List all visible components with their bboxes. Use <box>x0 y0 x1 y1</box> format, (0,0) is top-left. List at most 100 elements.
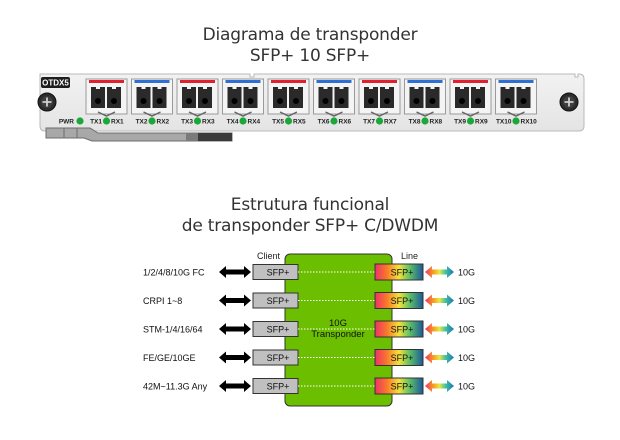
port-led-icon <box>375 117 384 125</box>
port-led-icon <box>284 117 293 125</box>
tx-label: TX5 <box>272 119 284 126</box>
structure-title-line1: Estrutura funcional <box>230 195 390 215</box>
rx-label: RX3 <box>202 119 215 126</box>
lc-connector-icon <box>364 87 378 108</box>
lc-connector-icon <box>471 87 485 108</box>
service-label: 1/2/4/8/10G FC <box>143 268 205 278</box>
sfp-port[interactable]: TX10 RX10 <box>495 78 538 126</box>
lc-connector-icon <box>227 87 242 108</box>
lc-connector-icon <box>409 87 424 108</box>
board-label-text: OTDX5 <box>42 79 69 88</box>
client-label: Client <box>257 251 281 261</box>
client-sfp-label: SFP+ <box>267 325 290 335</box>
structure-diagram-title: Estrutura funcional de transponder SFP+ … <box>0 195 620 237</box>
lc-connector-icon <box>91 87 105 108</box>
latch-icon <box>97 111 116 117</box>
service-label: CRPI 1~8 <box>143 296 182 306</box>
fiber-hole <box>277 98 283 104</box>
wdm-arrow-icon <box>425 294 454 307</box>
fiber-hole <box>520 98 527 104</box>
wdm-arrow-icon <box>425 351 454 364</box>
tx-label: TX2 <box>136 119 148 126</box>
fiber-hole <box>202 98 208 104</box>
port-led-icon <box>193 117 202 125</box>
fiber-hole <box>140 98 147 104</box>
tx-label: TX6 <box>318 119 330 126</box>
screw-icon[interactable] <box>559 92 579 112</box>
sfp-port[interactable]: TX4 RX4 <box>222 78 264 126</box>
wdm-arrow-icon <box>425 266 454 278</box>
fiber-hole <box>338 98 345 104</box>
ejector-lever[interactable] <box>45 127 233 142</box>
fiber-hole <box>504 98 511 104</box>
service-row: STM-1/4/16/64 SFP+ SFP+ 10G <box>143 320 475 338</box>
lc-connector-icon <box>334 87 349 108</box>
line-rate-label: 10G <box>458 353 475 363</box>
port-led-icon <box>239 117 247 125</box>
lc-connector-icon <box>380 87 394 108</box>
bidirectional-arrow-icon <box>219 323 251 335</box>
lc-connector-icon <box>500 87 515 108</box>
tx-label: TX7 <box>363 119 375 126</box>
bidirectional-arrow-icon <box>219 294 251 307</box>
port-color-bar <box>498 80 534 83</box>
fiber-hole <box>368 98 374 104</box>
sfp-port[interactable]: TX3 RX3 <box>176 78 219 126</box>
latch-icon <box>416 111 434 117</box>
fiber-hole <box>413 98 420 104</box>
service-row: 1/2/4/8/10G FC SFP+ SFP+ 10G <box>143 263 475 281</box>
port-color-bar <box>225 80 261 83</box>
service-label: 42M~11.3G Any <box>143 382 208 392</box>
port-color-bar <box>134 80 170 83</box>
client-sfp-label: SFP+ <box>267 382 290 392</box>
line-sfp-module <box>374 263 424 281</box>
line-sfp-module <box>374 320 424 338</box>
screw-icon[interactable] <box>37 92 57 112</box>
core-label-line2: Transponder <box>311 329 365 340</box>
lc-connector-icon <box>136 87 151 108</box>
latch-icon <box>370 111 389 117</box>
rx-label: RX10 <box>521 119 538 126</box>
service-label: STM-1/4/16/64 <box>143 325 203 335</box>
lc-connector-icon <box>425 87 440 108</box>
board-faceplate <box>39 73 585 132</box>
port-led-icon <box>512 117 520 125</box>
line-rate-label: 10G <box>458 268 475 278</box>
line-sfp-label: SFP+ <box>391 325 414 335</box>
tx-label: TX10 <box>496 119 512 126</box>
board-diagram-title: Diagrama de transponder SFP+ 10 SFP+ <box>0 25 620 67</box>
client-sfp-label: SFP+ <box>267 296 290 306</box>
line-sfp-label: SFP+ <box>391 268 414 278</box>
lc-connector-icon <box>107 87 121 108</box>
bidirectional-arrow-icon <box>219 266 251 278</box>
rx-label: RX4 <box>248 119 261 126</box>
line-sfp-module <box>374 377 424 395</box>
port-led-icon <box>466 117 475 125</box>
lc-connector-icon <box>289 87 303 108</box>
latch-icon <box>143 111 161 117</box>
functional-structure-diagram: Client Line 10G Transponder 1/2/4/8/10G … <box>143 251 475 407</box>
tx-label: TX3 <box>181 119 193 126</box>
port-led-icon <box>421 117 429 125</box>
fiber-hole <box>231 98 238 104</box>
tx-label: TX8 <box>409 119 421 126</box>
port-color-bar <box>89 80 124 83</box>
tx-label: TX9 <box>454 119 466 126</box>
lc-connector-icon <box>182 87 196 108</box>
core-label-line1: 10G <box>329 318 347 329</box>
line-sfp-module <box>374 349 424 366</box>
tx-label: TX4 <box>227 119 239 126</box>
client-sfp-label: SFP+ <box>267 268 290 278</box>
pwr-label: PWR <box>59 119 74 126</box>
board-title-line1: Diagrama de transponder <box>202 25 418 45</box>
